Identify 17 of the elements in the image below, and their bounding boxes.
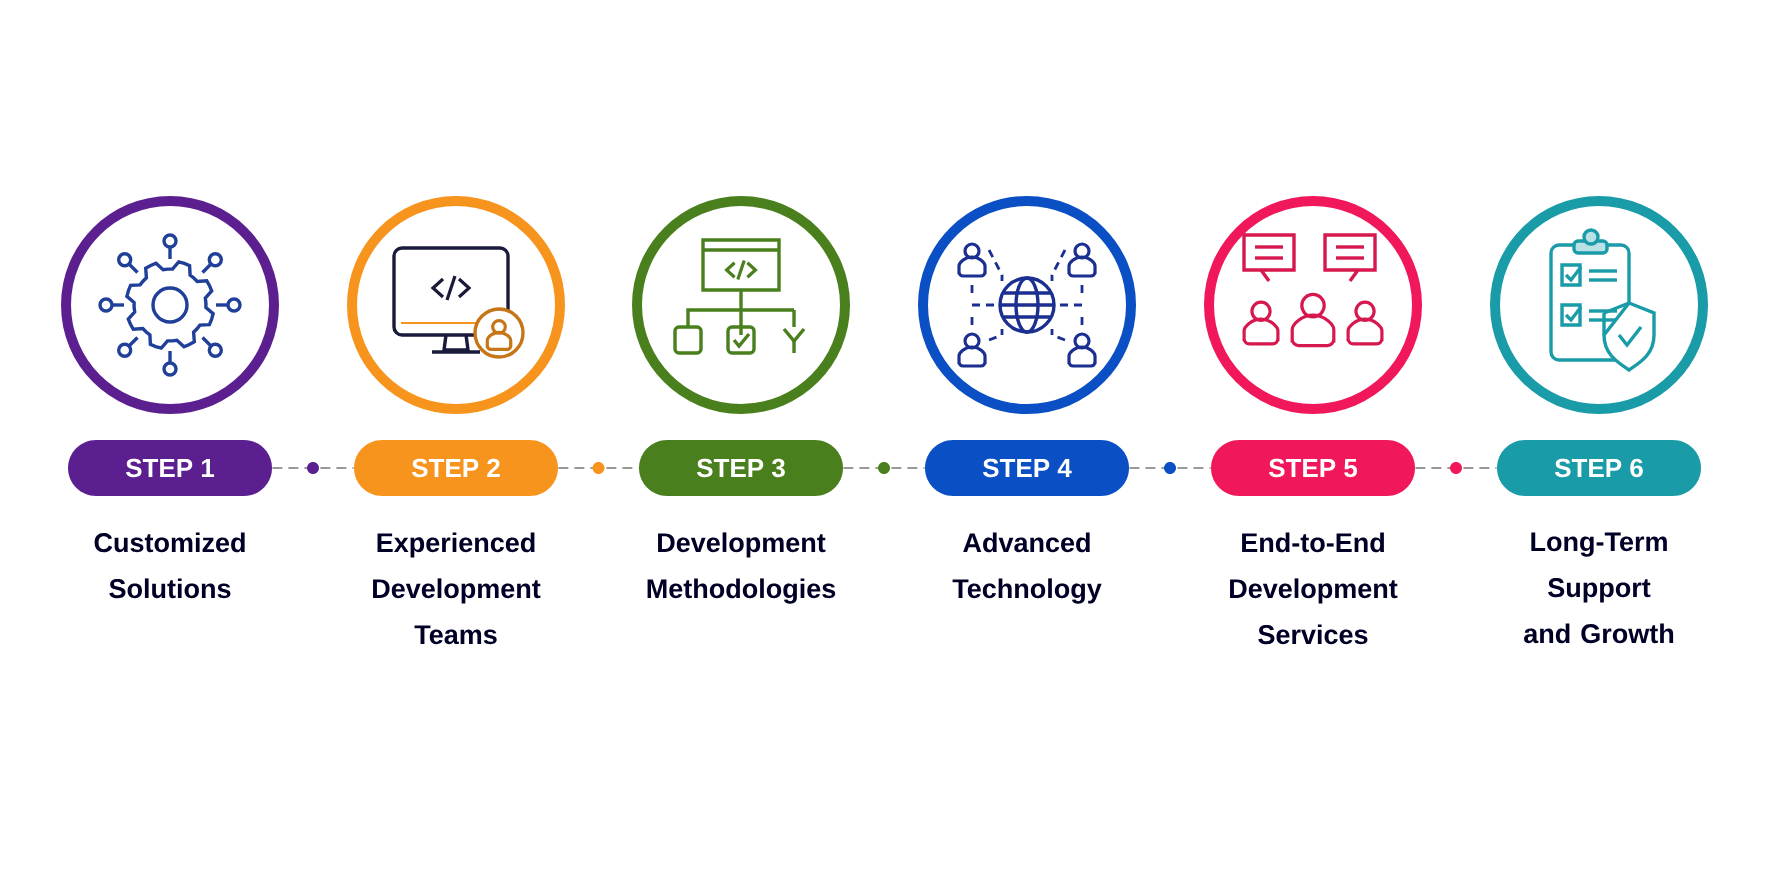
step-title: Long-Term Support and Growth (1524, 532, 1674, 644)
connector (271, 462, 355, 474)
step-pill: STEP 6 (1497, 440, 1701, 496)
connector (842, 462, 926, 474)
step-title: Experienced Development Teams (373, 532, 541, 645)
step-pill: STEP 2 (354, 440, 558, 496)
step-pill: STEP 5 (1211, 440, 1415, 496)
step-title: Advanced Technology (952, 532, 1102, 604)
step-title: End-to-End Development Services (1230, 532, 1398, 645)
connector (1414, 462, 1498, 474)
connector (557, 462, 640, 474)
step-title: Development Methodologies (647, 532, 836, 604)
step-pill: STEP 1 (68, 440, 272, 496)
step-pill: STEP 4 (925, 440, 1129, 496)
step-pill: STEP 3 (639, 440, 843, 496)
step-title: Customized Solutions (94, 532, 245, 599)
connector (1128, 462, 1212, 474)
